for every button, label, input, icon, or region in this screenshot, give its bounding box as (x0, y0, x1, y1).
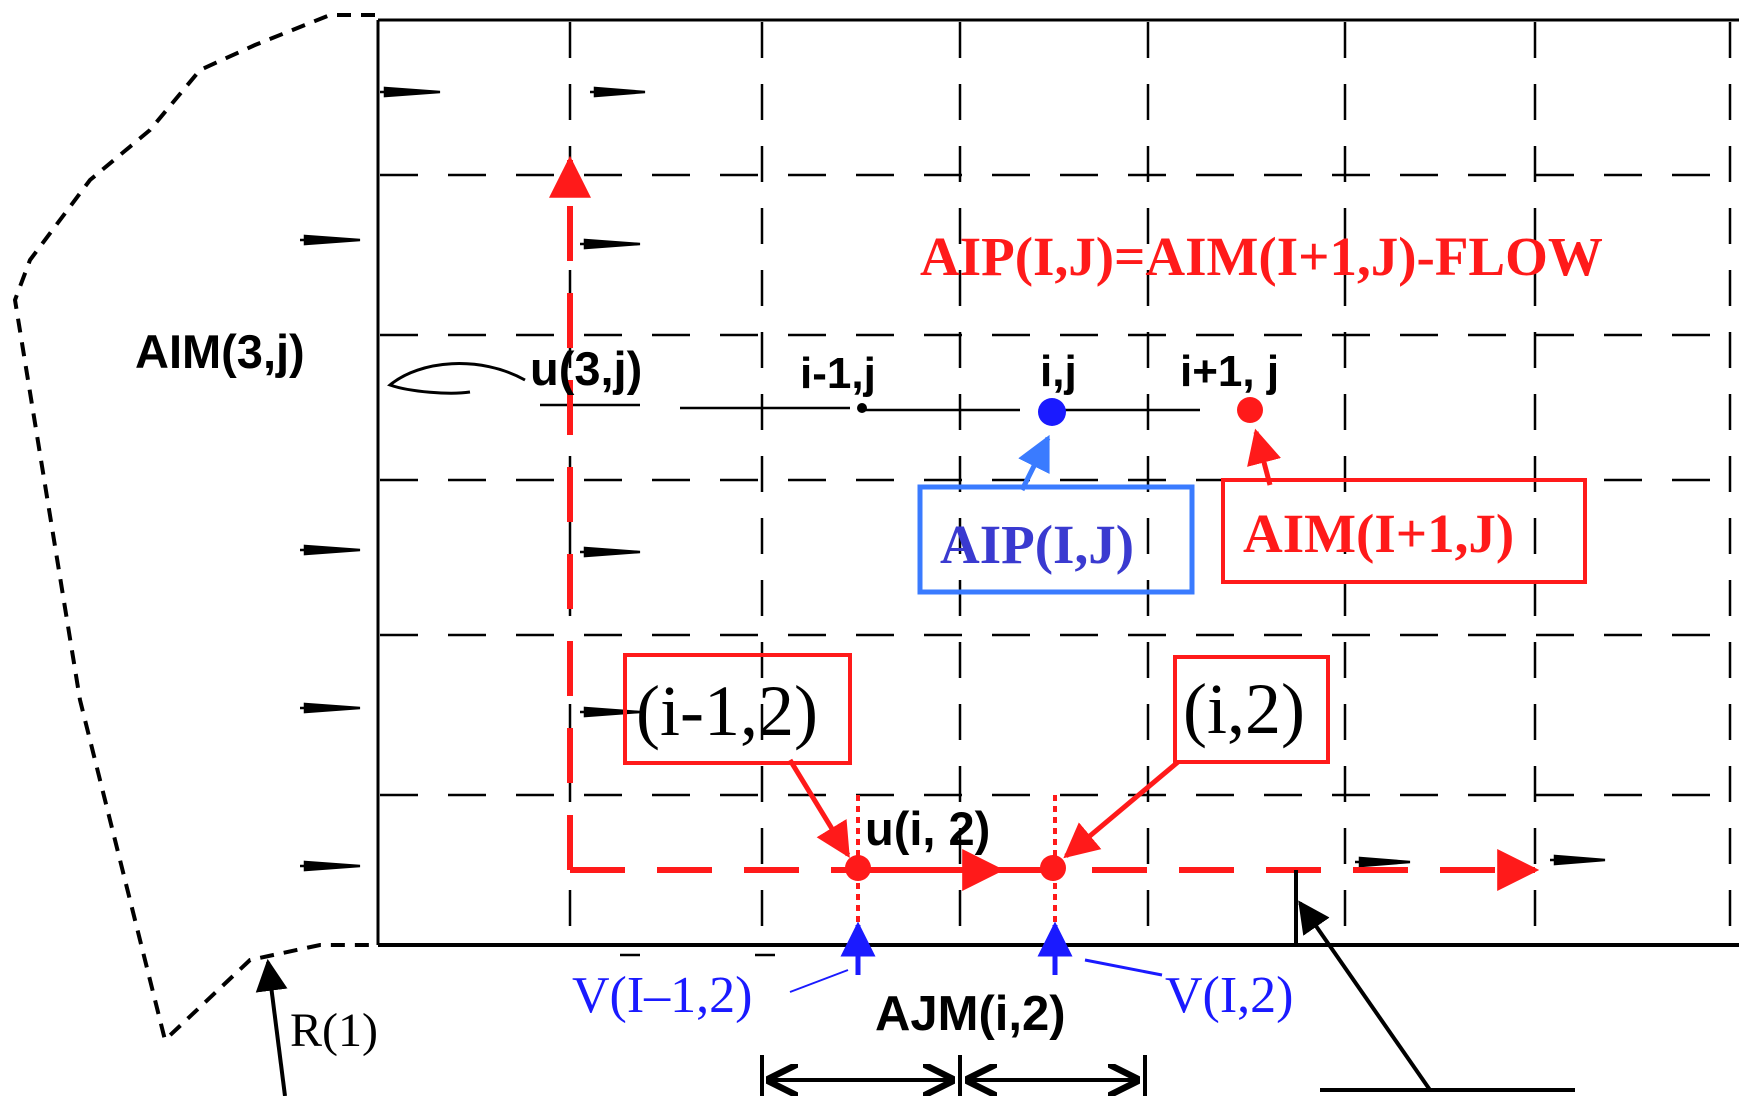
aim-3j-label: AIM(3,j) (135, 325, 305, 378)
equation-label: AIP(I,J)=AIM(I+1,J)-FLOW (920, 226, 1603, 287)
face-dotted-lines (856, 795, 1057, 945)
node-im1-j-dot (857, 403, 867, 413)
i-2-label: (i,2) (1183, 669, 1305, 749)
horizontal-grid-lines (380, 173, 1739, 797)
aim-box (1221, 478, 1587, 584)
node-i-j-dot (1038, 398, 1066, 426)
outer-boundary (12, 13, 380, 1044)
aip-leader-arrow (1018, 434, 1051, 492)
v-i-2-leader (1084, 958, 1163, 977)
vertical-grid-lines (568, 22, 1732, 945)
node-im1-j-label: i-1,j (800, 349, 876, 398)
marker-leader-arrow (1298, 900, 1432, 1092)
i-2-leader-arrow (1063, 760, 1180, 859)
im1-2-box (623, 653, 852, 765)
v-im1-2-label: V(I–1,2) (572, 967, 753, 1024)
u-3j-label: u(3,j) (530, 342, 642, 395)
im1-2-leader-arrow (787, 758, 851, 858)
r1-label: R(1) (290, 1004, 378, 1057)
ajm-dimension (760, 1055, 1147, 1096)
node-i-2-dot (1040, 855, 1066, 881)
node-ip1-j-label: i+1, j (1180, 347, 1279, 396)
node-i-j-label: i,j (1040, 347, 1077, 396)
aim-leader-arrow (1247, 428, 1281, 486)
aim-3j-curve-arrow (387, 362, 526, 395)
aim-box-label: AIM(I+1,J) (1243, 503, 1514, 564)
i-2-box (1173, 655, 1330, 764)
v-i-2-label: V(I,2) (1165, 967, 1294, 1024)
node-im1-2-dot (845, 855, 871, 881)
ajm-i2-label: AJM(i,2) (875, 987, 1066, 1041)
node-ip1-j-dot (1237, 397, 1263, 423)
r1-arrow (255, 958, 288, 1096)
aip-box (917, 484, 1195, 595)
flow-vectors (300, 86, 1606, 957)
u-i2-label: u(i, 2) (865, 802, 990, 855)
aip-box-label: AIP(I,J) (940, 514, 1134, 575)
im1-2-label: (i-1,2) (636, 671, 818, 751)
v-im1-2-leader (789, 969, 849, 993)
